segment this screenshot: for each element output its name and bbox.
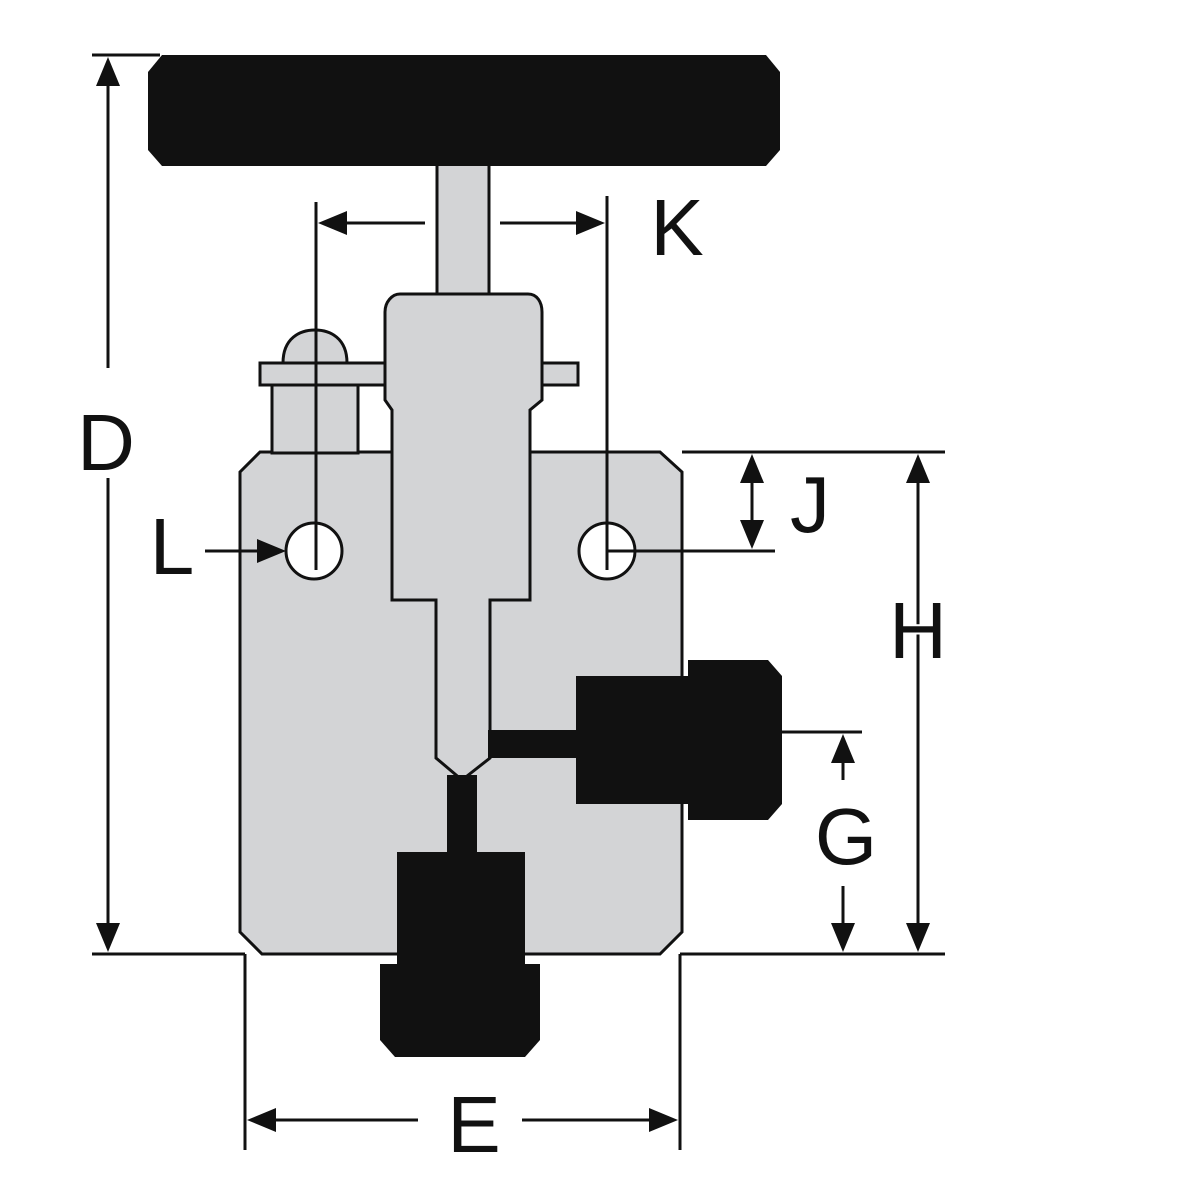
side-port-nut	[688, 660, 782, 820]
bottom-port-nut	[380, 964, 540, 1057]
bonnet	[383, 292, 544, 782]
valve-stem	[435, 158, 491, 302]
dimension-lines	[92, 53, 945, 1150]
label-d: D	[77, 398, 135, 487]
side-passage	[488, 730, 583, 758]
label-h: H	[889, 586, 947, 675]
label-e: E	[447, 1080, 500, 1169]
bottom-port-body	[397, 852, 525, 972]
mounting-hole-left	[284, 521, 344, 581]
label-j: J	[790, 460, 830, 549]
dimension-arrows	[96, 57, 930, 1132]
bottom-passage	[447, 775, 477, 855]
label-k: K	[650, 183, 703, 272]
handwheel-handle	[148, 55, 780, 166]
label-l: L	[150, 502, 195, 591]
label-g: G	[815, 792, 877, 881]
side-port-body	[576, 676, 696, 804]
